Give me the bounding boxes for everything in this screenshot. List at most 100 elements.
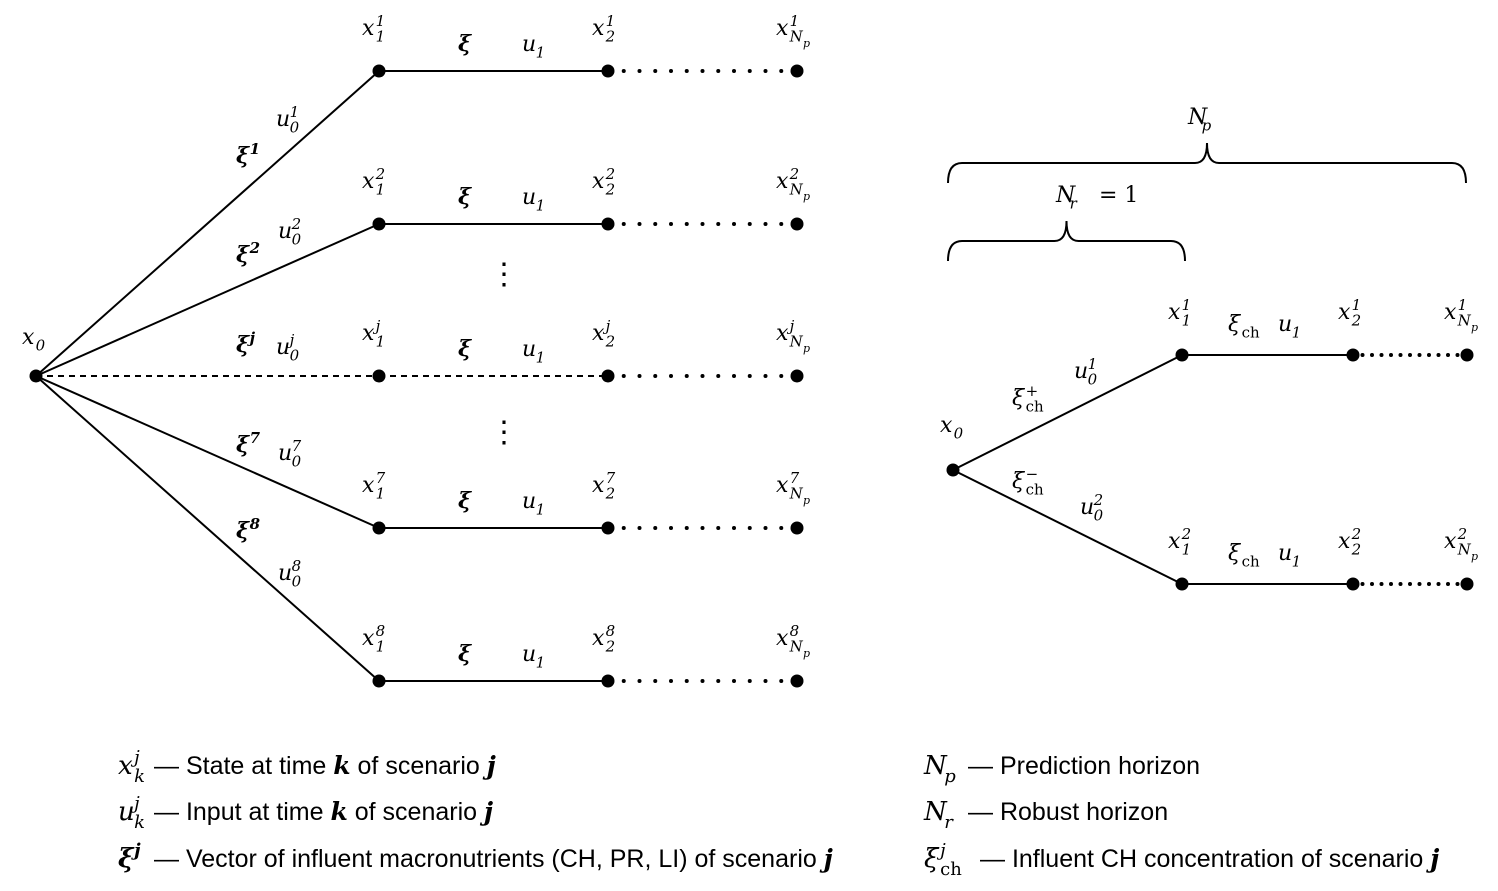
legend-item-right-0: Np— Prediction horizon (923, 751, 1200, 787)
dotted-segment-dot (1379, 353, 1384, 357)
label-x1-base: x (362, 16, 375, 41)
dotted-segment-dot (1389, 353, 1393, 357)
label-x2-sub: 2 (1351, 312, 1362, 330)
label-u1-sub: 1 (536, 44, 546, 62)
legend-symbol-base: N (923, 797, 948, 827)
label-nr: Nr = 1 (1055, 183, 1138, 213)
label-xi-stage-base: ξ (458, 31, 472, 57)
dotted-segment-dot (1370, 582, 1374, 586)
legend-dash: — (980, 845, 1012, 873)
dotted-segment-dot (1408, 582, 1412, 586)
label-x2-base: x (592, 321, 605, 346)
dotted-segment-dot (1408, 353, 1412, 357)
dotted-segment-dot (732, 526, 736, 530)
label-u1: u1 (1278, 312, 1301, 342)
label-x2-base: x (592, 169, 605, 194)
label-xi-stage: ξ (458, 488, 472, 514)
legend-dash: — (154, 798, 186, 826)
label-u0-sup: 8 (292, 557, 302, 575)
legend-item-left-2: ξj— Vector of influent macronutrients (C… (118, 840, 833, 874)
state-node-x2 (601, 521, 615, 535)
state-node-x2 (601, 64, 615, 78)
label-u1: u1 (522, 489, 545, 519)
label-xi-ch-stage-sub: ch (1242, 324, 1260, 342)
branch-edge (952, 354, 1183, 471)
dotted-segment-dot (1446, 353, 1450, 357)
label-x2-sup: 7 (606, 469, 616, 487)
label-xi-branch-base: ξ (236, 242, 250, 268)
legend-text: — Vector of influent macronutrients (CH,… (154, 844, 833, 873)
label-x2-sup: j (603, 317, 611, 335)
label-xi-ch-stage-base: ξ (1228, 541, 1242, 566)
label-xi-ch-plus-sub: ch (1026, 398, 1044, 416)
dotted-segment-dot (1398, 353, 1403, 357)
dotted-segment-dot (716, 679, 721, 683)
legend-text: — Input at time k of scenario j (154, 797, 493, 826)
dotted-segment-dot (1455, 353, 1460, 357)
label-xnp-base: x (776, 473, 789, 498)
state-node-xnp (1460, 577, 1474, 591)
dotted-segment-dot (637, 222, 642, 226)
label-np-sub: p (1202, 117, 1212, 135)
label-x1-base: x (362, 473, 375, 498)
label-x1-sup: 2 (375, 165, 386, 183)
label-xnp-sup: 2 (1457, 525, 1468, 543)
label-xi-ch-plus: ξ+ch (1012, 382, 1044, 416)
label-x2-sub: 2 (1351, 541, 1362, 559)
label-root-x0: x0 (22, 325, 46, 355)
dotted-segment-dot (700, 679, 705, 683)
dotted-segment-dot (1455, 582, 1460, 586)
state-node-xnp (790, 217, 804, 231)
legend-symbol-sup: j (130, 793, 140, 814)
label-x1-sup: 1 (376, 12, 386, 30)
label-x1-sup: 1 (1182, 296, 1192, 314)
label-x2-base: x (592, 16, 605, 41)
label-u0-sup: j (287, 331, 295, 349)
label-xi-stage: ξ (458, 184, 472, 210)
horizon-dotted-line (621, 679, 784, 683)
label-u0-sub: 0 (292, 231, 302, 249)
label-u1-base: u (522, 32, 536, 57)
label-u0-base: u (1074, 359, 1088, 384)
label-xnp-sub: N (789, 638, 804, 656)
legend-symbol: Np (923, 751, 956, 787)
label-x2-base: x (1338, 529, 1351, 554)
label-x1-base: x (362, 626, 375, 651)
dotted-segment-dot (700, 374, 705, 378)
dotted-segment-dot (669, 526, 673, 530)
legend-dash: — (154, 752, 186, 780)
label-x1-base: x (362, 321, 375, 346)
label-xi-branch-base: ξ (236, 518, 250, 544)
label-x1-sup: 8 (376, 622, 386, 640)
branch-edge (35, 223, 380, 377)
label-x2-sub: 2 (605, 333, 616, 351)
dotted-segment-dot (621, 222, 626, 226)
legend-symbol-base: ξ (924, 844, 940, 874)
label-u0-base: u (278, 441, 292, 466)
dotted-segment-dot (669, 222, 673, 226)
dotted-segment-dot (700, 526, 705, 530)
legend-symbol: Nr (923, 797, 954, 833)
legend-symbol-sub: k (134, 766, 145, 787)
dotted-segment-dot (763, 374, 768, 378)
dotted-segment-dot (732, 374, 736, 378)
label-u1-base: u (1278, 541, 1292, 566)
label-xnp-subsub: p (1471, 550, 1478, 563)
state-node-xnp (790, 369, 804, 383)
root-node (946, 463, 960, 477)
legend-desc: State at time (186, 752, 333, 780)
dotted-segment-dot (747, 69, 752, 73)
label-x2-base: x (592, 473, 605, 498)
dotted-segment-dot (747, 222, 752, 226)
dotted-segment-dot (637, 679, 642, 683)
label-root-x0-base: x (22, 325, 35, 350)
